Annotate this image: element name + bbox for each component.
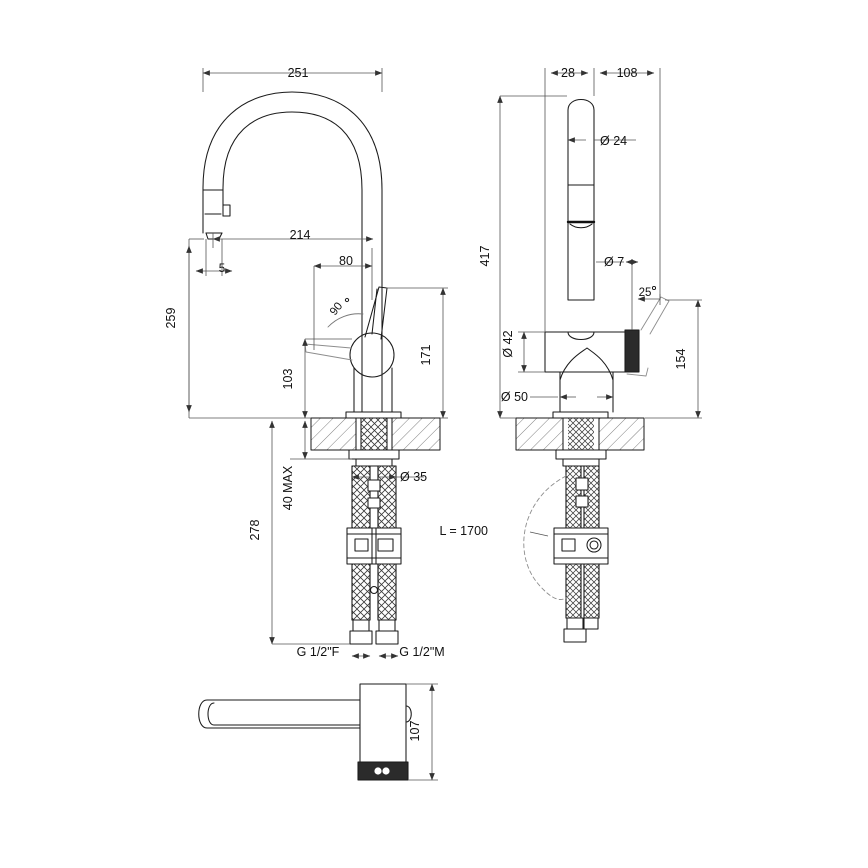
dim-108-lines bbox=[599, 68, 661, 300]
dim-label-g12m: G 1/2"M bbox=[399, 645, 444, 659]
dim-28-lines bbox=[544, 68, 595, 332]
dim-label-103: 103 bbox=[281, 369, 295, 390]
dim-label-154: 154 bbox=[674, 349, 688, 370]
dim-5-lines bbox=[195, 239, 233, 276]
dimension-text-layer: 251 214 80 5 90 259 103 171 40 MAX 278 Ø… bbox=[164, 66, 688, 741]
dim-label-108: 108 bbox=[617, 66, 638, 80]
dim-label-107: 107 bbox=[408, 721, 422, 742]
dim-label-80: 80 bbox=[339, 254, 353, 268]
dim-label-251: 251 bbox=[288, 66, 309, 80]
dim-dia42-lines bbox=[518, 331, 545, 373]
dim-171-lines bbox=[386, 287, 448, 419]
dim-label-40max: 40 MAX bbox=[281, 465, 295, 510]
side-spout-outline bbox=[566, 98, 596, 301]
dim-103-lines bbox=[302, 338, 352, 419]
dim-label-hose-length: L = 1700 bbox=[439, 524, 488, 538]
side-lever-pad bbox=[624, 329, 640, 373]
dim-107-lines bbox=[406, 683, 438, 781]
side-supply-assembly bbox=[523, 417, 609, 643]
side-body-outline bbox=[544, 296, 670, 413]
dim-40max-lines bbox=[290, 420, 352, 460]
dim-label-214: 214 bbox=[290, 228, 311, 242]
dim-label-259: 259 bbox=[164, 308, 178, 329]
dim-label-25deg: 25 bbox=[639, 287, 652, 299]
dim-25deg-lines bbox=[637, 294, 661, 305]
front-supply-assembly bbox=[346, 417, 402, 645]
degree-marks bbox=[344, 285, 657, 303]
dim-label-dia24: Ø 24 bbox=[600, 134, 627, 148]
dim-label-28: 28 bbox=[561, 66, 575, 80]
dim-251-lines bbox=[202, 68, 383, 92]
dim-dia7-lines bbox=[596, 259, 639, 330]
dim-label-dia50: Ø 50 bbox=[501, 390, 528, 404]
dim-label-171: 171 bbox=[419, 345, 433, 366]
dim-214-lines bbox=[212, 233, 374, 300]
dim-label-417: 417 bbox=[478, 246, 492, 267]
dim-label-278: 278 bbox=[248, 520, 262, 541]
dim-label-5: 5 bbox=[219, 263, 225, 275]
dim-label-90deg: 90 bbox=[328, 300, 345, 317]
top-plan-outline bbox=[198, 683, 412, 781]
dim-label-dia7: Ø 7 bbox=[604, 255, 624, 269]
dim-80-lines bbox=[313, 263, 373, 350]
dim-259-lines bbox=[186, 238, 311, 419]
dim-417-lines bbox=[497, 95, 567, 419]
dim-label-dia35: Ø 35 bbox=[400, 470, 427, 484]
front-spout-outline bbox=[202, 91, 383, 419]
dim-154-lines bbox=[645, 299, 702, 419]
dim-label-dia42: Ø 42 bbox=[501, 330, 515, 357]
dim-hose-leader bbox=[529, 531, 549, 537]
dim-278-lines bbox=[269, 420, 350, 645]
dim-label-g12f: G 1/2"F bbox=[297, 645, 340, 659]
front-handle-assembly bbox=[304, 286, 395, 419]
